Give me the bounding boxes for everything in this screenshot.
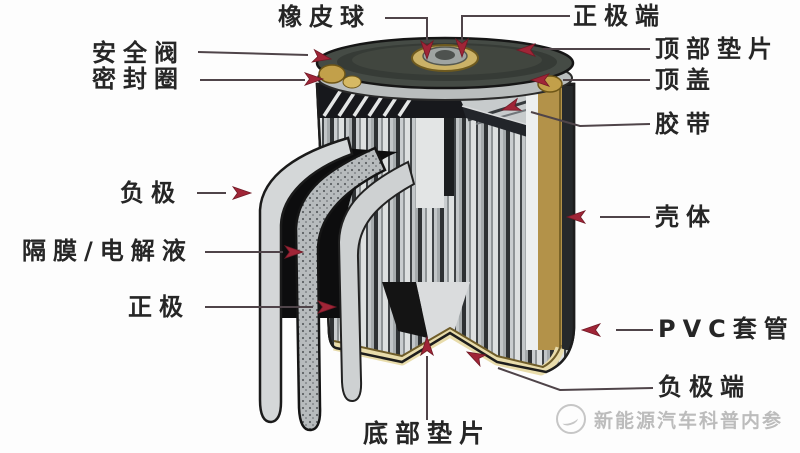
ribbon-inner (337, 160, 416, 403)
label-bottom-gasket: 底部垫片 (363, 419, 492, 448)
ribbon-middle (294, 146, 387, 432)
label-negative-electrode: 负极 (120, 179, 182, 207)
label-safety-valve: 安全阀 (92, 39, 185, 67)
label-casing: 壳体 (655, 203, 717, 231)
label-pvc-sleeve: PVC套管 (658, 315, 795, 343)
label-separator-electrolyte: 隔膜/电解液 (22, 237, 193, 265)
ribbon-outer (258, 136, 354, 424)
label-positive-electrode: 正极 (128, 293, 190, 321)
label-tape: 胶带 (655, 110, 717, 138)
arrows (231, 37, 602, 368)
battery-cap (315, 36, 575, 101)
shell-wall (562, 86, 574, 350)
label-negative-terminal: 负极端 (658, 373, 751, 401)
pvc-layer (538, 86, 562, 350)
label-rubber-ball: 橡皮球 (278, 3, 371, 31)
watermark-logo-icon (556, 404, 586, 434)
unrolled-layers (258, 136, 416, 432)
label-top-gasket: 顶部垫片 (655, 35, 779, 63)
watermark: 新能源汽车科普内参 (556, 404, 783, 434)
label-top-cover: 顶盖 (655, 66, 717, 94)
leader-lines (197, 15, 654, 420)
safety-valve-bead (318, 64, 346, 84)
label-positive-terminal: 正极端 (573, 2, 666, 30)
watermark-text: 新能源汽车科普内参 (594, 409, 784, 432)
label-sealing-ring: 密封圈 (92, 65, 185, 93)
